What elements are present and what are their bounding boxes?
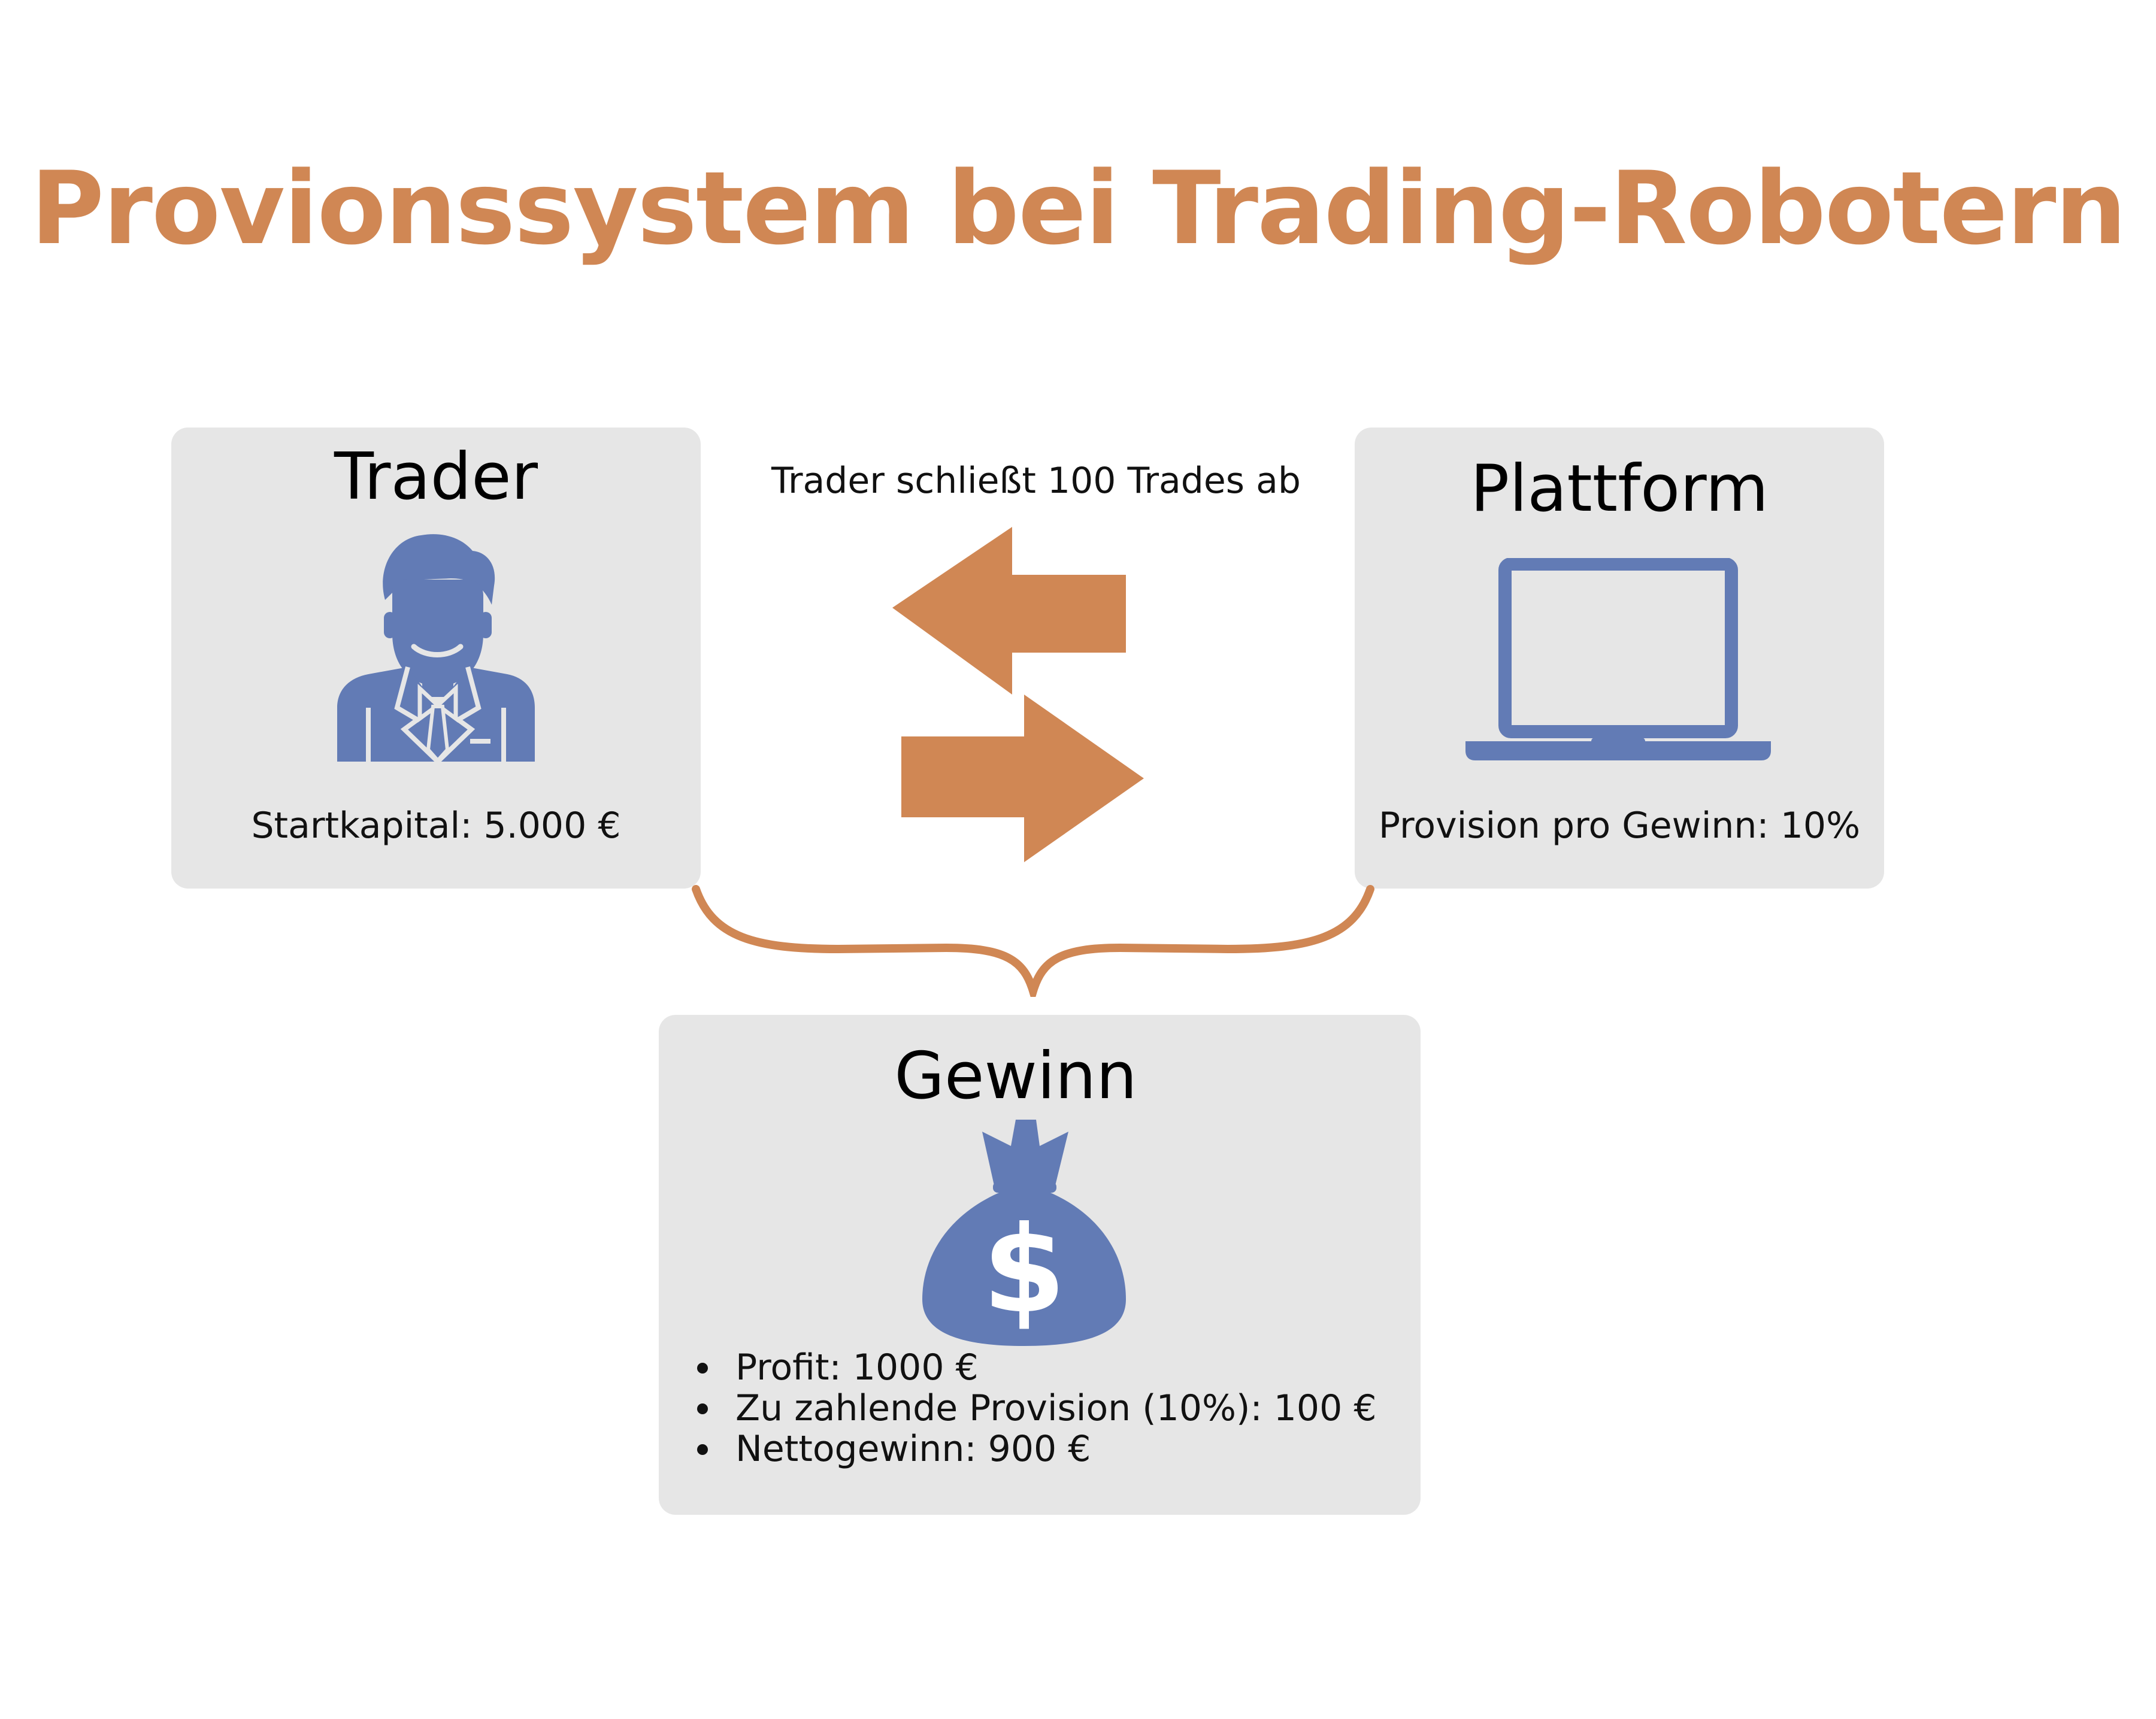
exchange-arrows-icon <box>892 527 1144 871</box>
platform-card: Plattform Provision pro Gewinn: 10% <box>1355 428 1884 889</box>
connector-brace <box>689 883 1377 1006</box>
businessman-icon <box>337 528 535 764</box>
list-item: Zu zahlende Provision (10%): 100 € <box>677 1388 1377 1429</box>
money-bag-icon: $ <box>922 1120 1126 1350</box>
page-title: Provionssystem bei Trading-Robotern <box>30 150 2127 267</box>
trader-card: Trader Startkapital: 5.000 € <box>171 428 701 889</box>
platform-title: Plattform <box>1470 451 1769 526</box>
svg-text:$: $ <box>982 1200 1065 1340</box>
trades-label: Trader schließt 100 Trades ab <box>771 460 1301 502</box>
profit-card: Gewinn $ Profit: 1000 € Zu zahlende Prov… <box>659 1015 1421 1515</box>
platform-commission: Provision pro Gewinn: 10% <box>1378 805 1861 847</box>
profit-title: Gewinn <box>894 1039 1137 1114</box>
trader-title: Trader <box>334 439 538 514</box>
trader-start-capital: Startkapital: 5.000 € <box>251 805 621 847</box>
list-item: Profit: 1000 € <box>677 1347 1377 1388</box>
profit-list: Profit: 1000 € Zu zahlende Provision (10… <box>677 1347 1377 1469</box>
laptop-icon <box>1465 557 1771 764</box>
list-item: Nettogewinn: 900 € <box>677 1429 1377 1469</box>
